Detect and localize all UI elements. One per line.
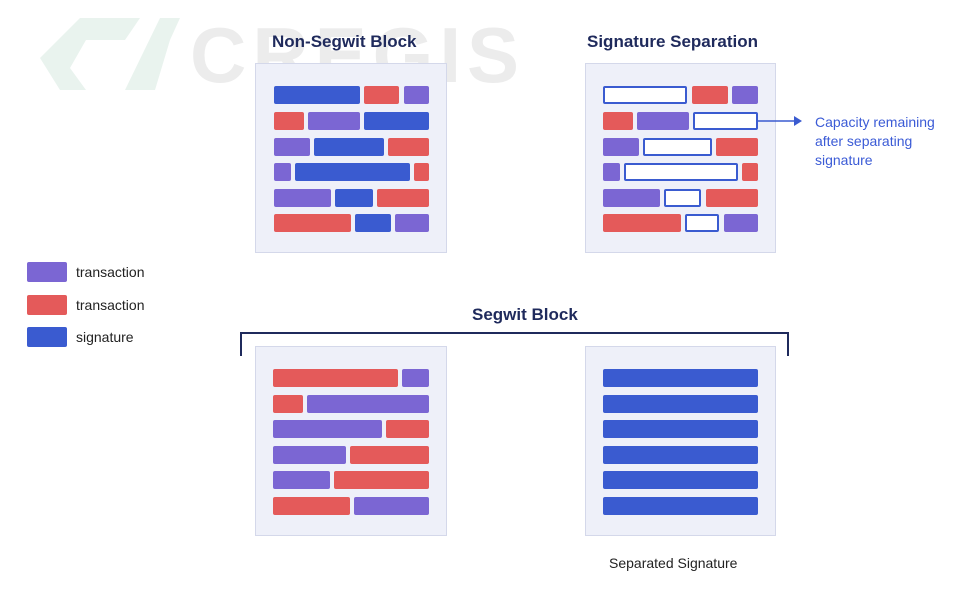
transaction-brick (273, 369, 398, 387)
transaction-brick (274, 214, 351, 232)
legend-swatch-blue-signature (27, 327, 67, 347)
capacity-arrow-icon (758, 116, 802, 126)
transaction-brick (274, 138, 310, 156)
legend-swatch-purple-transaction (27, 262, 67, 282)
transaction-brick (308, 112, 360, 130)
signature-brick (603, 369, 758, 387)
capacity-annotation-line3: signature (815, 152, 873, 168)
signature-brick (603, 446, 758, 464)
transaction-brick (404, 86, 429, 104)
capacity-annotation: Capacity remaining after separating sign… (815, 113, 972, 170)
transaction-brick (706, 189, 758, 207)
legend-label-purple-transaction: transaction (76, 264, 145, 280)
signature-brick (355, 214, 391, 232)
transaction-brick (742, 163, 758, 181)
freed-space-brick (603, 86, 687, 104)
legend-swatch-red-transaction (27, 295, 67, 315)
transaction-brick (402, 369, 429, 387)
capacity-annotation-line2: after separating (815, 133, 913, 149)
transaction-brick (273, 471, 330, 489)
segwit-bracket (240, 332, 789, 356)
transaction-brick (354, 497, 429, 515)
transaction-brick (603, 112, 633, 130)
transaction-brick (395, 214, 429, 232)
transaction-brick (307, 395, 429, 413)
signature-brick (335, 189, 373, 207)
freed-space-brick (693, 112, 758, 130)
signature-brick (295, 163, 410, 181)
transaction-brick (388, 138, 429, 156)
signature-separation-title: Signature Separation (587, 32, 758, 51)
separated-signature-caption: Separated Signature (609, 555, 738, 571)
freed-space-brick (624, 163, 738, 181)
transaction-brick (350, 446, 429, 464)
transaction-brick (603, 163, 620, 181)
signature-brick (603, 395, 758, 413)
non-segwit-block-title: Non-Segwit Block (272, 32, 417, 51)
transaction-brick (732, 86, 758, 104)
transaction-brick (273, 420, 382, 438)
transaction-brick (273, 395, 303, 413)
signature-brick (274, 86, 360, 104)
transaction-brick (603, 214, 681, 232)
freed-space-brick (685, 214, 719, 232)
transaction-brick (274, 163, 291, 181)
transaction-brick (386, 420, 429, 438)
transaction-brick (364, 86, 399, 104)
signature-brick (603, 420, 758, 438)
legend-label-blue-signature: signature (76, 329, 134, 345)
transaction-brick (603, 138, 639, 156)
transaction-brick (273, 497, 350, 515)
segwit-block-title: Segwit Block (472, 305, 578, 324)
ca-logo-mark-icon (40, 18, 180, 90)
transaction-brick (692, 86, 728, 104)
legend-label-red-transaction: transaction (76, 297, 145, 313)
freed-space-brick (664, 189, 701, 207)
transaction-brick (603, 189, 660, 207)
signature-brick (364, 112, 429, 130)
transaction-brick (377, 189, 429, 207)
signature-brick (603, 497, 758, 515)
transaction-brick (273, 446, 346, 464)
transaction-brick (274, 112, 304, 130)
transaction-brick (334, 471, 429, 489)
capacity-annotation-line1: Capacity remaining (815, 114, 935, 130)
signature-brick (314, 138, 384, 156)
transaction-brick (637, 112, 689, 130)
transaction-brick (716, 138, 758, 156)
transaction-brick (724, 214, 758, 232)
transaction-brick (274, 189, 331, 207)
signature-brick (603, 471, 758, 489)
transaction-brick (414, 163, 429, 181)
freed-space-brick (643, 138, 712, 156)
